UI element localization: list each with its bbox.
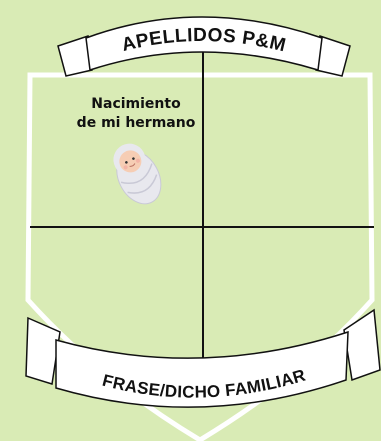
caption-line-1: Nacimiento: [91, 96, 181, 112]
swaddled-baby-icon: [113, 143, 162, 205]
quadrant-caption: Nacimiento de mi hermano: [66, 95, 206, 133]
caption-line-2: de mi hermano: [76, 115, 196, 131]
shield-outline: [25, 72, 375, 441]
top-banner: APELLIDOS P&M: [57, 16, 351, 77]
bottom-banner: FRASE/DICHO FAMILIAR: [25, 308, 381, 408]
